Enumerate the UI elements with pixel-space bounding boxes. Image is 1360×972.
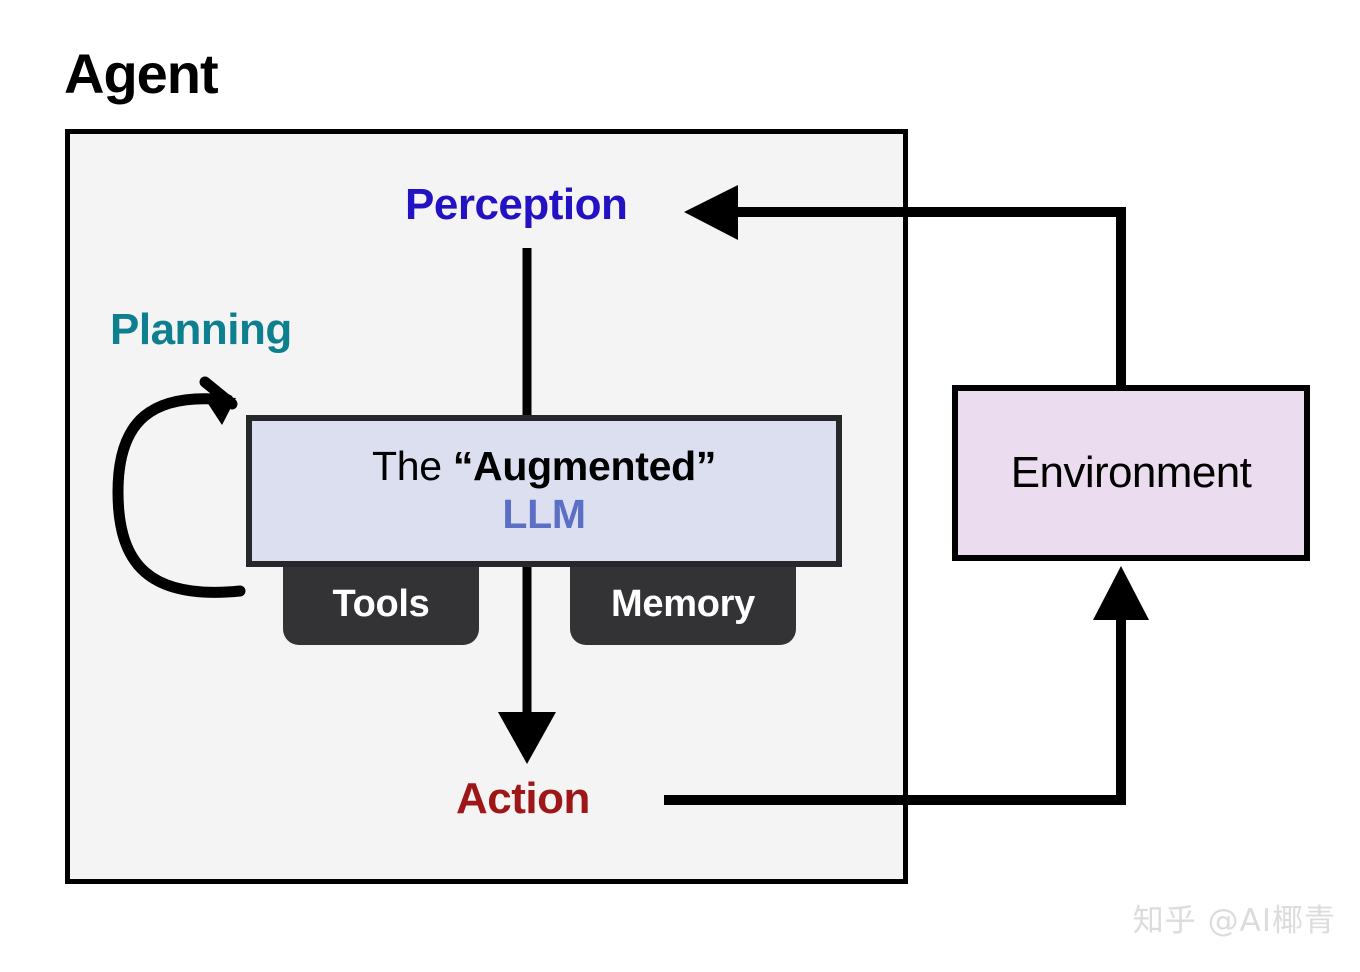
edge-action-to-environment-arrowhead — [1093, 566, 1149, 620]
environment-label: Environment — [1010, 448, 1252, 497]
page-title: Agent — [64, 42, 219, 105]
llm-acronym-text: LLM — [502, 491, 586, 537]
llm-title-line: The “Augmented” — [371, 443, 717, 490]
node-augmented-llm-box: The “Augmented” LLM — [246, 415, 842, 567]
llm-prefix-text: The — [371, 443, 453, 490]
node-planning-label: Planning — [110, 305, 292, 354]
node-environment-box: Environment — [952, 385, 1310, 561]
node-tools-tab: Tools — [283, 563, 479, 645]
node-action-label: Action — [456, 774, 590, 823]
watermark-text: 知乎 @AI椰青 — [1132, 903, 1336, 939]
node-memory-tab: Memory — [570, 563, 796, 645]
node-perception-label: Perception — [405, 180, 628, 229]
llm-quoted-text: “Augmented” — [452, 443, 717, 490]
